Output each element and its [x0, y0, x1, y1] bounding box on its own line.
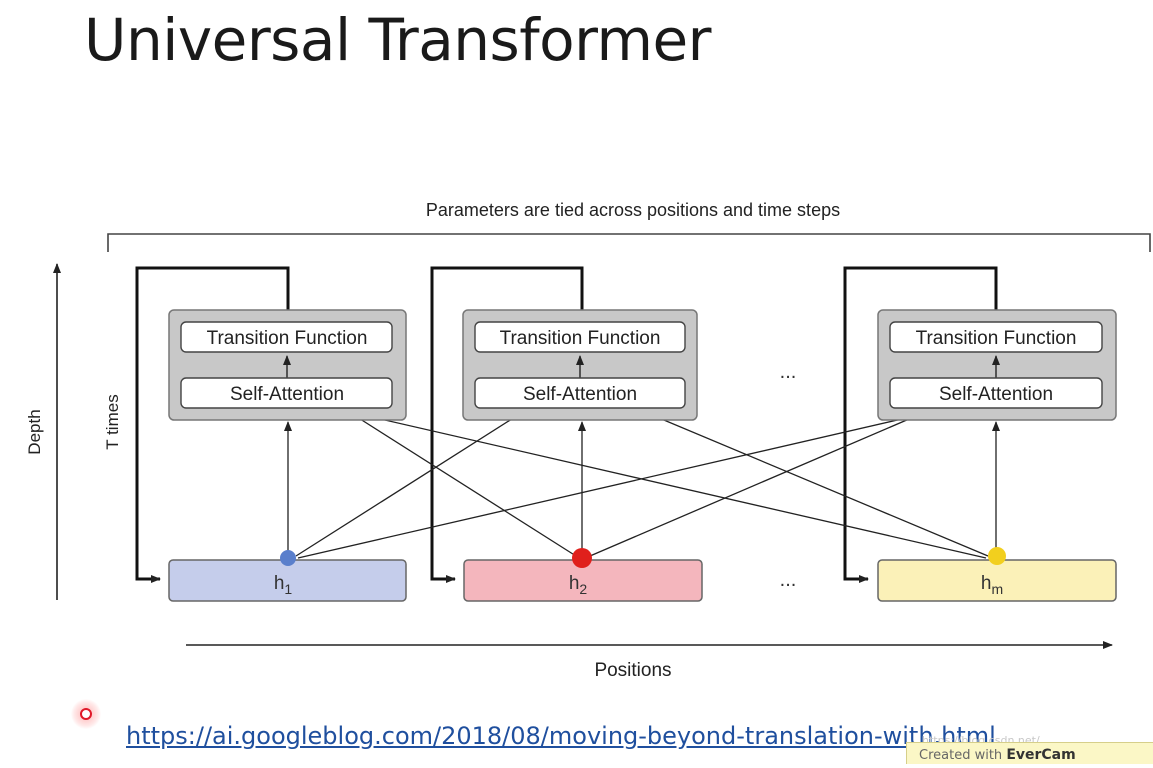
- self-attention-label: Self-Attention: [939, 384, 1053, 405]
- state-dot-h1: [280, 550, 296, 566]
- transition-function-box: [474, 321, 686, 353]
- connection-hm-to-block2: [639, 409, 989, 557]
- cursor-indicator: [71, 699, 101, 729]
- recurrence-loop-2: [430, 266, 584, 583]
- connection-hm-to-block1: [349, 410, 987, 559]
- t-times-label: T times: [103, 394, 122, 449]
- transition-function-label: Transition Function: [500, 328, 661, 349]
- watermark-brand: EverCam: [1006, 747, 1076, 763]
- connection-h2-to-block1: [345, 409, 577, 557]
- self-attention-box: [474, 377, 686, 409]
- positions-label: Positions: [594, 660, 671, 681]
- transition-function-label: Transition Function: [916, 328, 1077, 349]
- watermark-created-text: Created with: [919, 748, 1003, 763]
- transition-function-box: [889, 321, 1103, 353]
- parameter-tie-brace: [107, 233, 1151, 252]
- recurrence-loop-1: [135, 266, 290, 583]
- block-ellipsis: ...: [780, 361, 797, 383]
- svg-text:h2: h2: [569, 573, 588, 597]
- connection-h2-to-block3: [589, 409, 931, 557]
- self-attention-label: Self-Attention: [523, 384, 637, 405]
- brace-label: Parameters are tied across positions and…: [426, 200, 840, 220]
- depth-label: Depth: [25, 409, 44, 454]
- cursor-dot-icon: [80, 708, 92, 720]
- transition-function-box: [180, 321, 393, 353]
- hidden-state-h2: h2: [463, 548, 703, 602]
- connection-h1-to-block2: [295, 409, 527, 557]
- state-dot-hm: [988, 547, 1006, 565]
- state-ellipsis: ...: [780, 569, 797, 591]
- blog-link[interactable]: https://ai.googleblog.com/2018/08/moving…: [126, 722, 996, 750]
- evercam-watermark: Created with EverCam: [906, 742, 1153, 764]
- attention-connections: [284, 409, 1000, 559]
- transformer-block-3: Transition Function Self-Attention: [877, 309, 1117, 421]
- svg-text:hm: hm: [981, 573, 1003, 597]
- state-dot-h2: [572, 548, 592, 568]
- hidden-state-h1: h1: [168, 550, 407, 602]
- recurrence-loop-3: [843, 266, 998, 583]
- recurrence-loops: [135, 266, 998, 583]
- hidden-state-hm: hm: [877, 547, 1117, 602]
- connection-h1-to-block3: [297, 410, 933, 559]
- slide-title: Universal Transformer: [84, 6, 712, 74]
- svg-text:h1: h1: [274, 573, 293, 597]
- self-attention-box: [180, 377, 393, 409]
- transformer-block-2: Transition Function Self-Attention: [462, 309, 698, 421]
- self-attention-label: Self-Attention: [230, 384, 344, 405]
- transition-function-label: Transition Function: [207, 328, 368, 349]
- self-attention-box: [889, 377, 1103, 409]
- transformer-block-1: Transition Function Self-Attention: [168, 309, 407, 421]
